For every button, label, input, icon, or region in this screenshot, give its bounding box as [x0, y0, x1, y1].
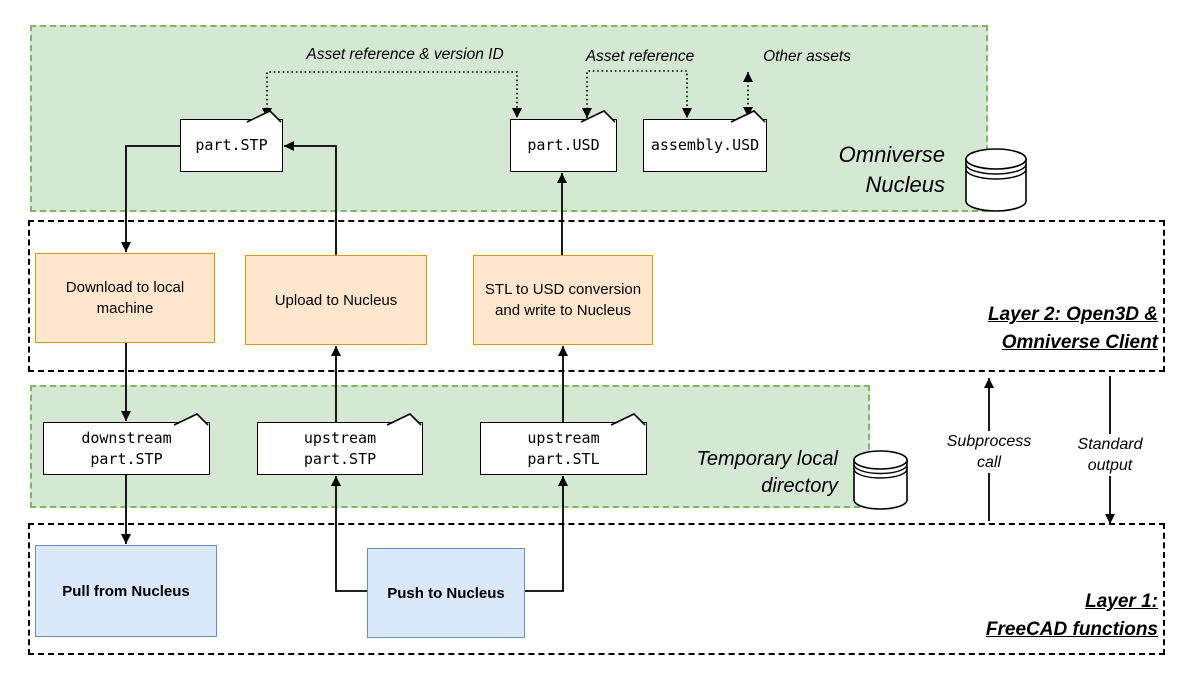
process-download-to-local: Download to local machine: [35, 253, 215, 343]
omniverse-nucleus-region: [30, 25, 988, 212]
folded-corner-icon: [246, 110, 282, 123]
function-push-to-nucleus: Push to Nucleus: [367, 548, 525, 638]
function-label: Push to Nucleus: [387, 584, 505, 602]
label-line1: Temporary local: [696, 448, 838, 470]
label-temporary-local-directory: Temporary local directory: [598, 446, 838, 500]
file-label: part.USD: [527, 136, 600, 155]
arrow-push-to-upstreamstl: [525, 476, 568, 592]
arrow-upload-to-partstp: [284, 141, 337, 255]
folded-corner-icon: [610, 413, 646, 426]
temp-directory-database-icon: [853, 450, 908, 510]
file-upstream-part-stp: upstream part.STP: [257, 413, 423, 475]
label-line2: Omniverse Client: [1001, 332, 1158, 353]
label-line2: call: [976, 454, 1001, 471]
process-label: Upload to Nucleus: [274, 291, 398, 309]
function-pull-from-nucleus: Pull from Nucleus: [35, 545, 217, 637]
label-omniverse-nucleus: Omniverse Nucleus: [705, 140, 945, 200]
layer1-region: [28, 523, 1165, 655]
label-standard-output: Standard output: [1051, 434, 1169, 476]
label-line2: directory: [761, 475, 838, 497]
label-line1: Standard: [1077, 436, 1143, 453]
file-label: assembly.USD: [650, 136, 760, 155]
file-assembly-usd: assembly.USD: [643, 110, 767, 172]
folded-corner-icon: [386, 413, 422, 426]
process-upload-to-nucleus: Upload to Nucleus: [245, 255, 427, 345]
nucleus-database-icon: [965, 148, 1027, 212]
folded-corner-icon: [173, 413, 209, 426]
file-upstream-part-stl: upstream part.STL: [480, 413, 647, 475]
arrow-asset-ref: [582, 70, 692, 118]
label-line1: Omniverse: [838, 142, 945, 167]
label-line1: Subprocess: [946, 433, 1032, 450]
label-line1: Layer 2: Open3D &: [988, 304, 1158, 325]
file-part-usd: part.USD: [510, 110, 617, 172]
file-label-line2: part.STL: [527, 449, 600, 468]
arrow-asset-ref-version: [262, 71, 522, 118]
folded-corner-icon: [580, 110, 616, 123]
function-label: Pull from Nucleus: [62, 582, 190, 600]
file-label-line1: upstream: [527, 429, 600, 448]
process-label: Download to local machine: [65, 279, 185, 317]
arrow-partstp-to-download: [121, 145, 180, 252]
label-layer1: Layer 1: FreeCAD functions: [858, 588, 1158, 644]
file-label-line2: part.STP: [303, 449, 377, 468]
solid-arrows: [121, 141, 1115, 592]
label-other-assets: Other assets: [763, 48, 851, 65]
folded-corner-icon: [730, 110, 766, 123]
file-label-line1: downstream: [81, 429, 172, 448]
label-line2: Nucleus: [865, 172, 945, 197]
file-label-line2: part.STP: [90, 449, 163, 468]
label-line1: Layer 1:: [1085, 591, 1158, 612]
file-label-line1: upstream: [303, 429, 377, 448]
label-asset-ref-version: Asset reference & version ID: [306, 46, 504, 63]
file-part-stp: part.STP: [180, 110, 283, 172]
file-downstream-part-stp: downstream part.STP: [43, 413, 210, 475]
process-label: STL to USD conversion and write to Nucle…: [484, 281, 642, 319]
label-line2: FreeCAD functions: [985, 619, 1158, 640]
layer2-region: [28, 220, 1165, 372]
label-subprocess-call: Subprocess call: [930, 431, 1048, 473]
arrow-push-to-upstreamstp: [331, 476, 367, 592]
process-stl-to-usd-conversion: STL to USD conversion and write to Nucle…: [473, 255, 653, 345]
file-label: part.STP: [195, 136, 268, 155]
label-line2: output: [1087, 457, 1133, 474]
label-asset-ref: Asset reference: [585, 48, 695, 65]
label-layer2: Layer 2: Open3D & Omniverse Client: [858, 301, 1158, 357]
dotted-arrows: [262, 70, 753, 118]
